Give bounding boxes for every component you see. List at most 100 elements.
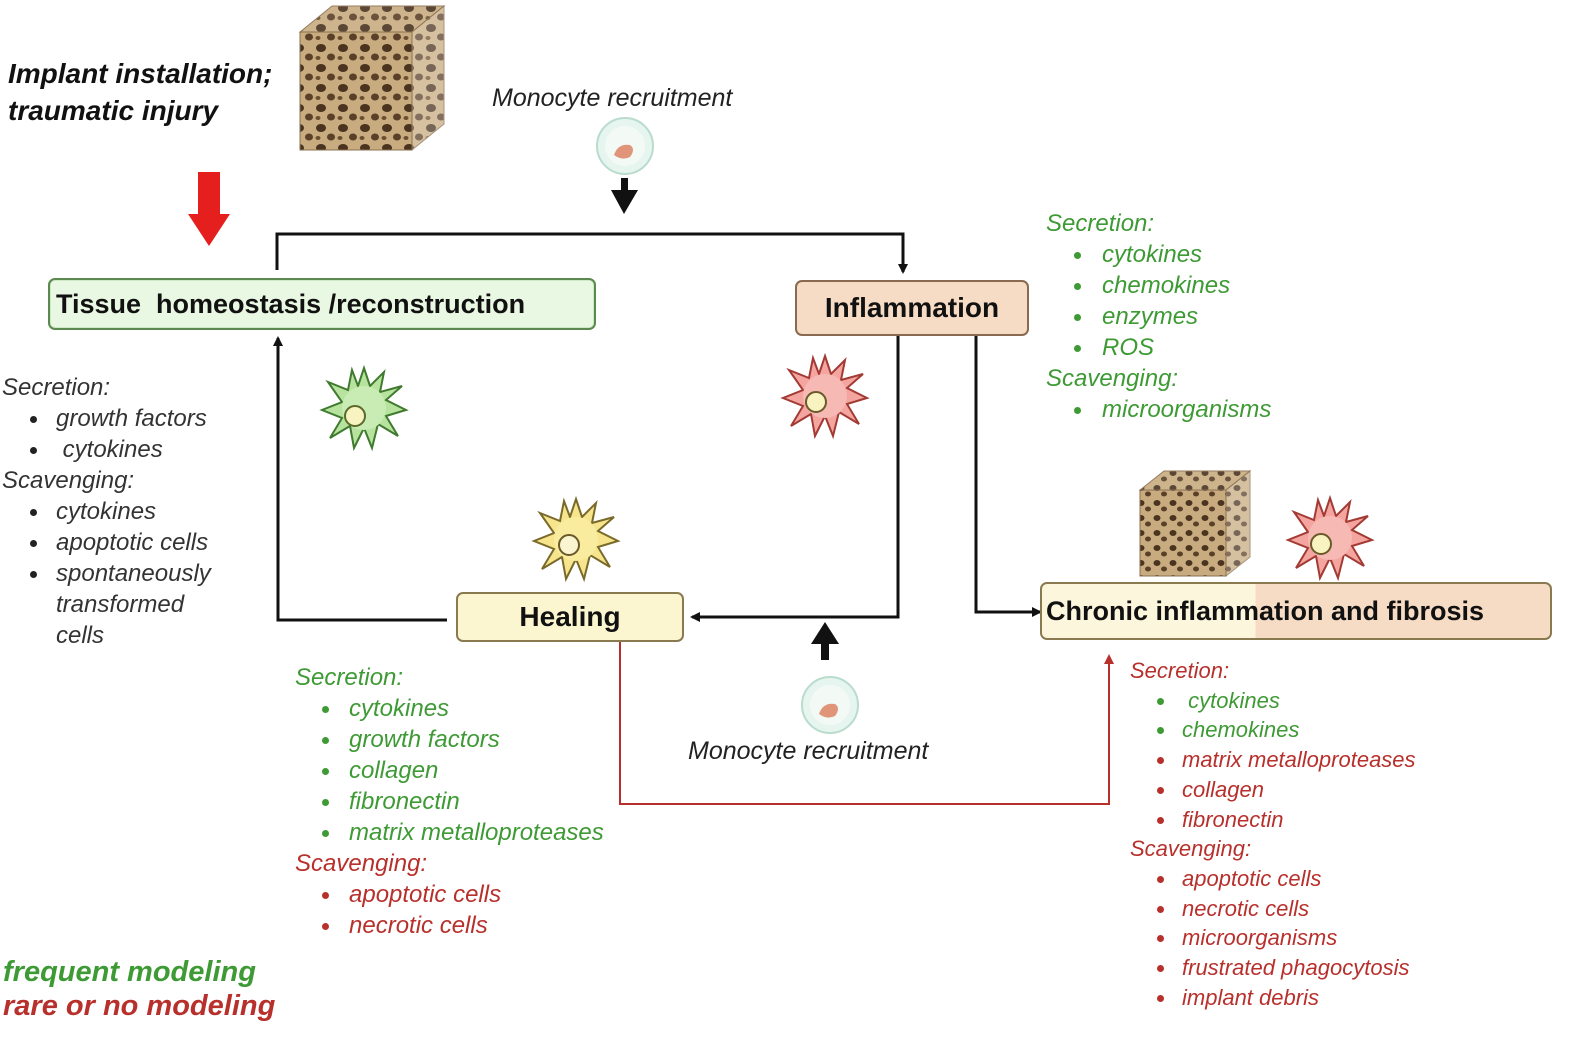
monocyte-recruitment-top-label: Monocyte recruitment xyxy=(492,84,733,112)
list-item: chemokines xyxy=(1157,715,1416,745)
bullet-icon xyxy=(1157,875,1164,883)
tissue-functions: Secretion: growth factors cytokines Scav… xyxy=(2,372,211,651)
bullet-icon xyxy=(1074,345,1081,352)
injury-title: Implant installation; traumatic injury xyxy=(8,55,272,129)
list-item: spontaneously xyxy=(30,558,211,589)
bullet-icon xyxy=(1157,905,1164,913)
inflammation-node: Inflammation xyxy=(795,280,1029,336)
legend-frequent-modeling: frequent modeling xyxy=(3,956,256,988)
list-item: cytokines xyxy=(1157,686,1416,716)
list-item: apoptotic cells xyxy=(1157,864,1416,894)
bullet-icon xyxy=(322,706,329,713)
bullet-icon xyxy=(322,892,329,899)
bullet-icon xyxy=(30,540,37,547)
list-item: apoptotic cells xyxy=(322,879,604,910)
list-item: fibronectin xyxy=(1157,805,1416,835)
list-item: matrix metalloproteases xyxy=(322,817,604,848)
list-item: collagen xyxy=(322,755,604,786)
inflammation-label: Inflammation xyxy=(824,292,1000,323)
list-item: ROS xyxy=(1074,332,1271,363)
monocyte-top-arrow xyxy=(611,178,638,214)
bullet-icon xyxy=(1157,935,1164,943)
chronic-inflammation-label: Chronic inflammation and fibrosis xyxy=(1046,595,1485,626)
monocyte-bottom-arrow xyxy=(811,622,839,660)
bullet-icon xyxy=(1074,283,1081,290)
tissue-homeostasis-node: Tissue homeostasis /reconstruction xyxy=(48,278,596,330)
bullet-icon xyxy=(322,737,329,744)
list-item: matrix metalloproteases xyxy=(1157,745,1416,775)
connector-inflammation-to-chronic xyxy=(974,336,1042,617)
inflammation-secretion-heading: Secretion: xyxy=(1046,210,1155,237)
healing-label: Healing xyxy=(519,601,621,632)
list-item: frustrated phagocytosis xyxy=(1157,953,1416,983)
bullet-icon xyxy=(1157,757,1164,765)
bullet-icon xyxy=(322,768,329,775)
bullet-icon xyxy=(1157,816,1164,824)
tissue-scavenging-heading: Scavenging: xyxy=(2,467,135,494)
list-item: collagen xyxy=(1157,775,1416,805)
macrophage-red-chronic-icon xyxy=(1285,494,1375,582)
bullet-icon xyxy=(1074,314,1081,321)
list-item: growth factors xyxy=(30,403,211,434)
chronic-secretion-heading: Secretion: xyxy=(1130,658,1230,683)
macrophage-yellow-icon xyxy=(531,495,621,583)
bullet-icon xyxy=(30,416,37,423)
monocyte-bottom-icon xyxy=(801,676,859,734)
list-item-continuation: cells xyxy=(56,622,105,649)
bullet-icon xyxy=(322,923,329,930)
connector-healing-to-chronic xyxy=(619,641,1114,805)
list-item: cytokines xyxy=(30,496,211,527)
list-item: implant debris xyxy=(1157,983,1416,1013)
list-item: necrotic cells xyxy=(1157,894,1416,924)
list-item: chemokines xyxy=(1074,270,1271,301)
list-item: necrotic cells xyxy=(322,910,604,941)
injury-title-line2: traumatic injury xyxy=(8,95,219,126)
list-item: microorganisms xyxy=(1157,923,1416,953)
bullet-icon xyxy=(30,571,37,578)
legend-rare-modeling: rare or no modeling xyxy=(3,990,276,1022)
list-item: microorganisms xyxy=(1074,394,1271,425)
healing-secretion-heading: Secretion: xyxy=(295,664,404,691)
list-item: cytokines xyxy=(30,434,211,465)
list-item-continuation: transformed xyxy=(56,591,185,618)
connector-inflammation-to-healing xyxy=(690,336,900,622)
bullet-icon xyxy=(1074,252,1081,259)
macrophage-green-icon xyxy=(319,364,409,452)
healing-functions: Secretion: cytokines growth factors coll… xyxy=(295,662,604,941)
list-item: growth factors xyxy=(322,724,604,755)
macrophage-red-icon xyxy=(780,352,870,440)
healing-scavenging-heading: Scavenging: xyxy=(295,850,428,877)
fibrosis-scaffold-image xyxy=(1138,469,1252,578)
bullet-icon xyxy=(1157,727,1164,735)
chronic-functions: Secretion: cytokines chemokines matrix m… xyxy=(1130,656,1416,1012)
bullet-icon xyxy=(1074,407,1081,414)
bullet-icon xyxy=(30,447,37,454)
monocyte-recruitment-bottom-label: Monocyte recruitment xyxy=(688,737,929,765)
implant-scaffold-image xyxy=(298,4,446,152)
bullet-icon xyxy=(322,830,329,837)
inflammation-scavenging-heading: Scavenging: xyxy=(1046,365,1179,392)
bullet-icon xyxy=(30,509,37,516)
healing-node: Healing xyxy=(456,592,684,642)
bullet-icon xyxy=(1157,965,1164,973)
list-item: fibronectin xyxy=(322,786,604,817)
injury-title-line1: Implant installation; xyxy=(8,58,273,89)
chronic-inflammation-node: Chronic inflammation and fibrosis xyxy=(1040,582,1552,640)
tissue-secretion-heading: Secretion: xyxy=(2,374,111,401)
list-item: cytokines xyxy=(322,693,604,724)
bullet-icon xyxy=(1157,994,1164,1002)
monocyte-top-icon xyxy=(596,117,654,175)
list-item: apoptotic cells xyxy=(30,527,211,558)
inflammation-functions: Secretion: cytokines chemokines enzymes … xyxy=(1046,208,1271,425)
bullet-icon xyxy=(1157,697,1164,705)
list-item: cytokines xyxy=(1074,239,1271,270)
chronic-scavenging-heading: Scavenging: xyxy=(1130,836,1252,862)
bullet-icon xyxy=(322,799,329,806)
tissue-homeostasis-label: Tissue homeostasis /reconstruction xyxy=(56,288,526,319)
connector-healing-to-tissue xyxy=(273,336,447,622)
list-item: enzymes xyxy=(1074,301,1271,332)
bullet-icon xyxy=(1157,786,1164,794)
connector-tissue-to-inflammation xyxy=(275,232,908,274)
injury-arrow xyxy=(188,172,230,246)
